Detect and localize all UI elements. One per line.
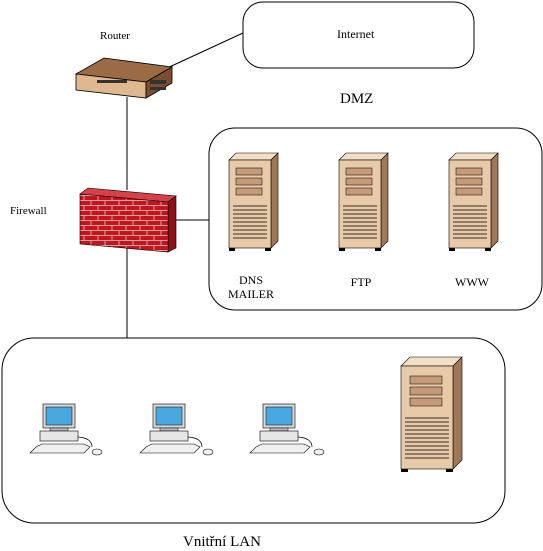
lan-label: Vnitřní LAN — [183, 534, 261, 550]
router-icon — [74, 57, 174, 99]
server-ftp-label: FTP — [350, 275, 372, 289]
internet-box — [242, 1, 475, 69]
connection-lines — [126, 32, 244, 338]
firewall-wall-icon — [79, 187, 177, 253]
workstation-2-icon — [139, 403, 214, 456]
lan-box — [1, 337, 506, 524]
server-www-label: WWW — [455, 275, 489, 289]
server-dns-mailer-label: DNS MAILER — [222, 273, 280, 302]
lan-server-icon — [400, 356, 463, 472]
router-internet-link — [164, 32, 244, 70]
server-dns-label: DNS — [238, 273, 263, 287]
internet-label: Internet — [337, 27, 375, 41]
firewall-label: Firewall — [10, 205, 47, 217]
dmz-label: DMZ — [340, 91, 374, 107]
workstation-1-icon — [29, 403, 103, 456]
server-dns-mailer-icon — [228, 152, 279, 251]
server-mailer-label: MAILER — [228, 286, 274, 301]
server-www-icon — [448, 152, 499, 251]
server-ftp-icon — [338, 152, 389, 251]
router-label: Router — [100, 30, 130, 42]
workstation-3-icon — [249, 403, 325, 456]
